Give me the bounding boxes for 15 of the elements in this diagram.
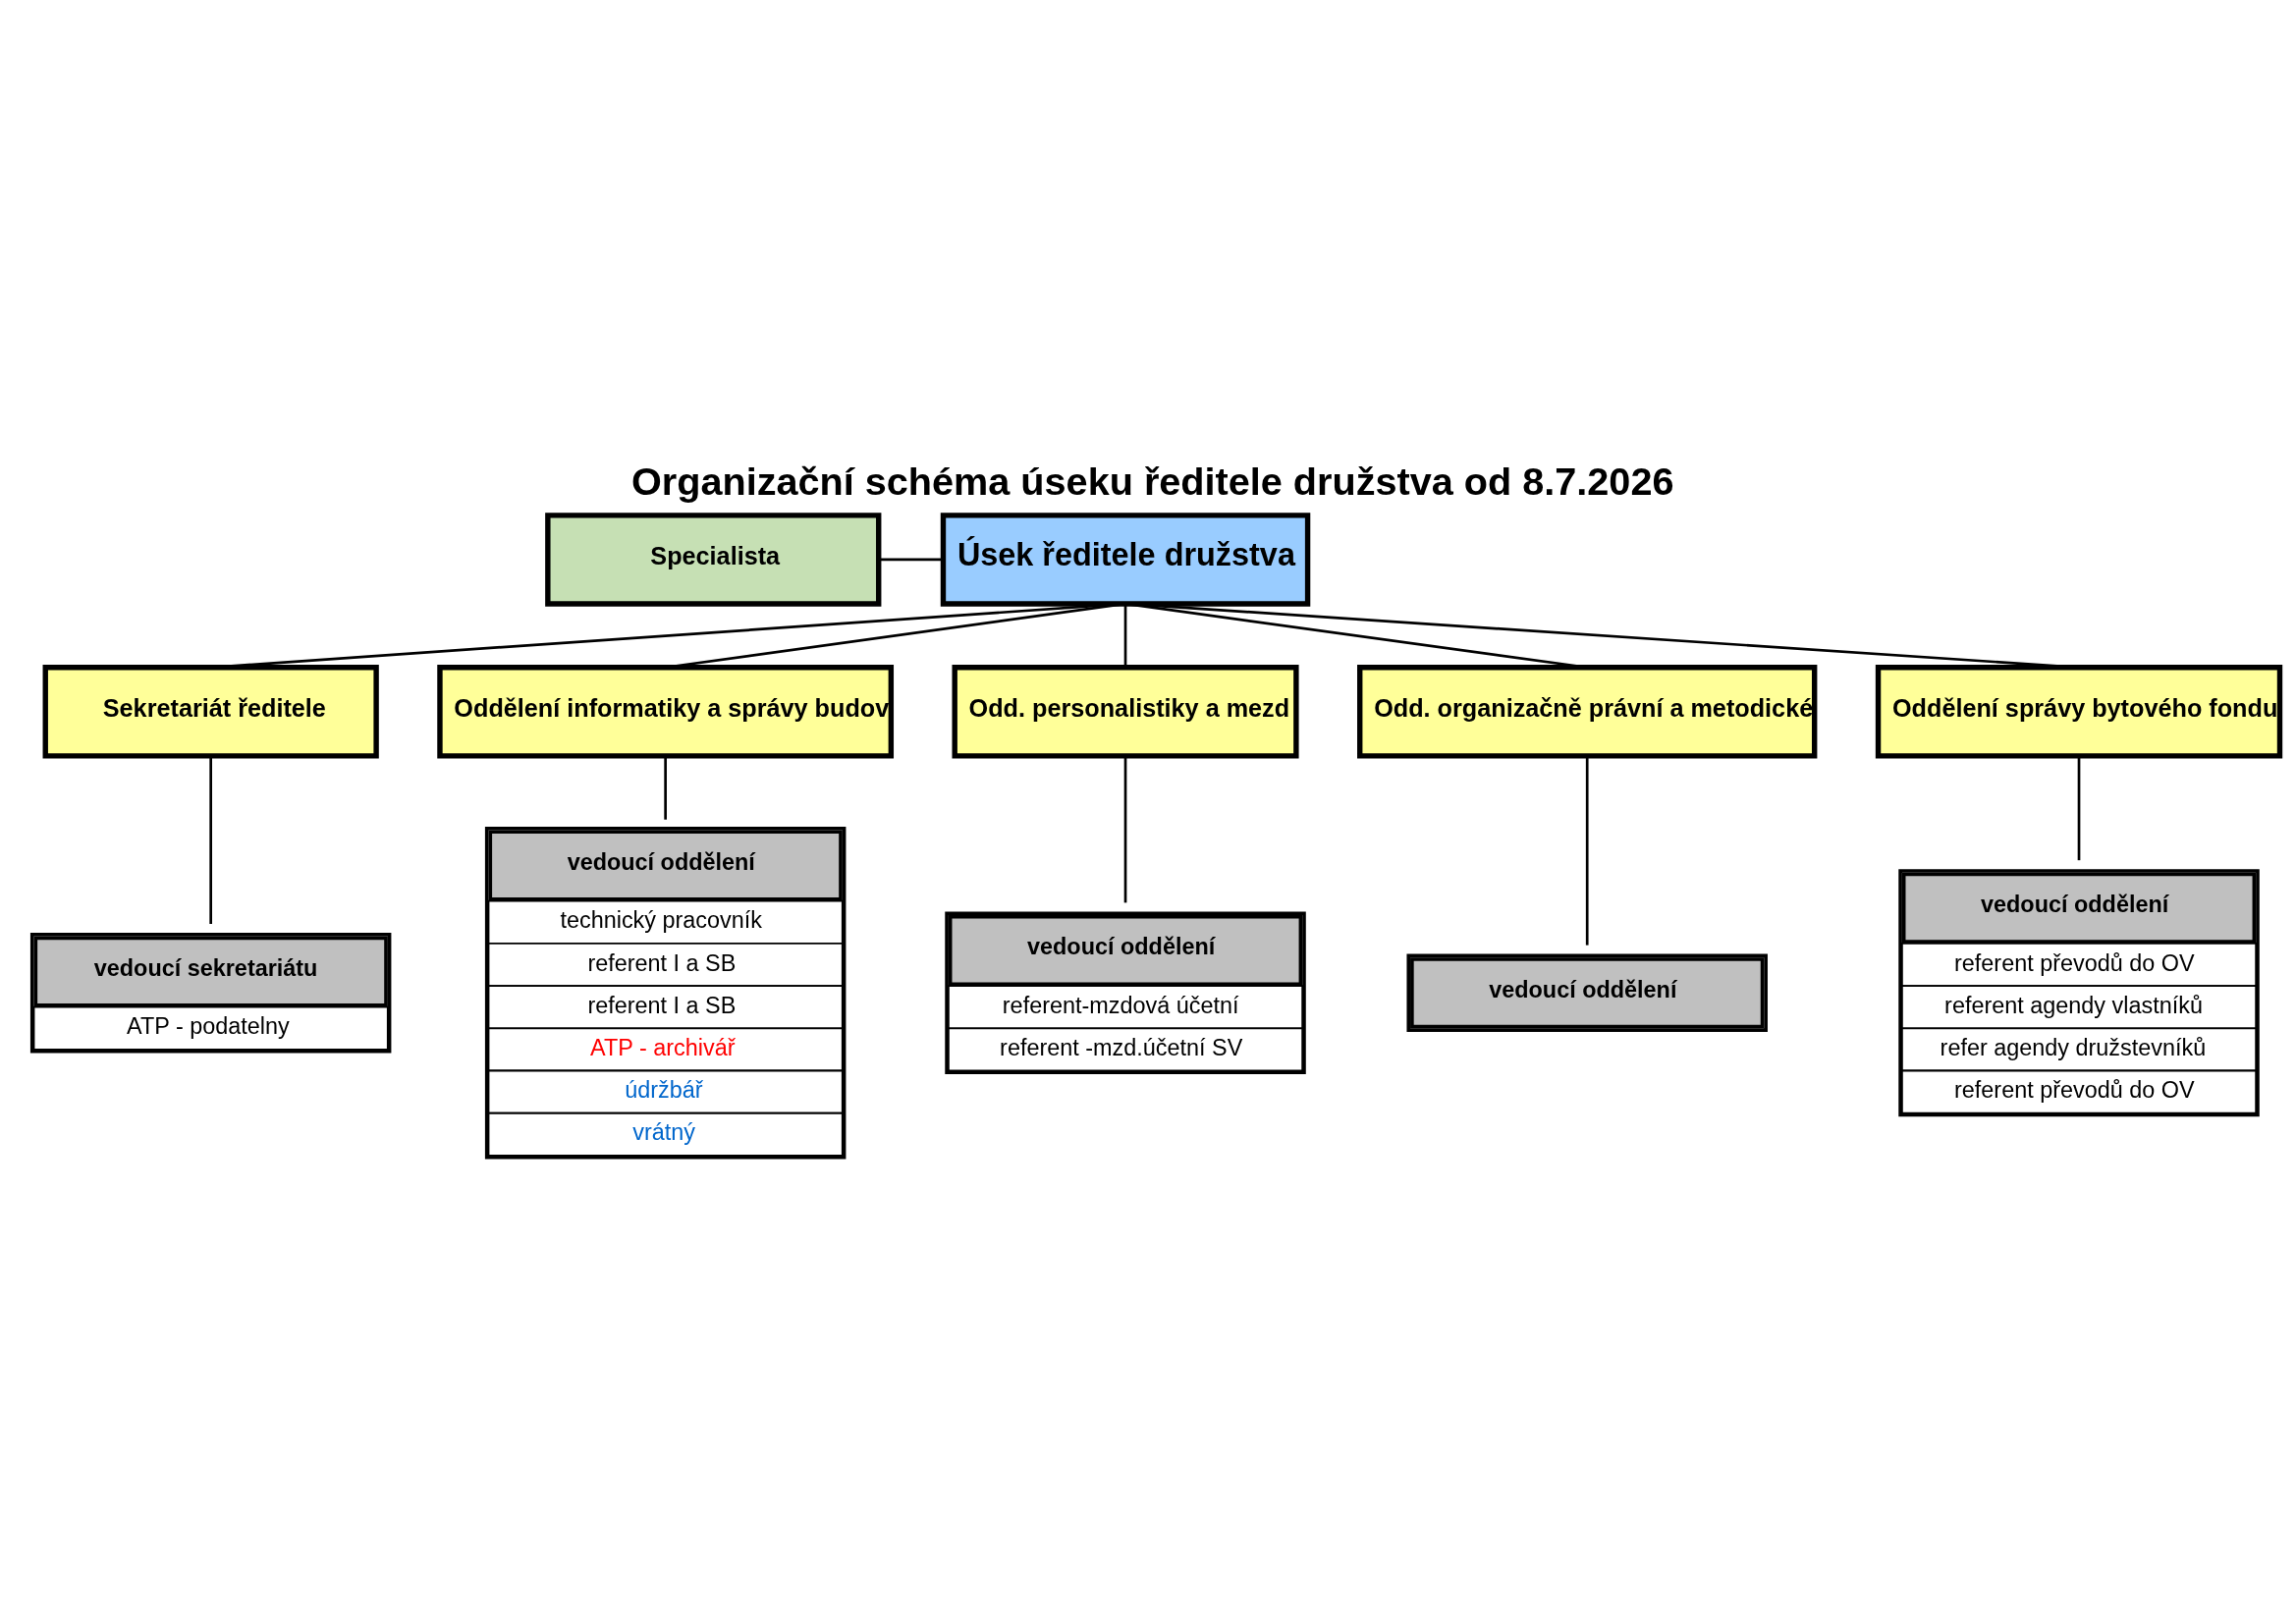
connector — [878, 558, 944, 561]
diagram-title: Organizační schéma úseku ředitele družstva od 8.7.2026 — [630, 459, 1674, 503]
connector — [1123, 755, 1127, 902]
node-box: Oddělení správy bytového fondu — [1875, 664, 2283, 759]
connector — [2077, 755, 2081, 860]
node-box: Specialista — [545, 512, 882, 607]
node-box: Odd. personalistiky a mezd — [952, 664, 1299, 759]
connector — [209, 755, 212, 924]
node-box: Sekretariát ředitele — [42, 664, 379, 759]
node-box: Odd. organizačně právní a metodické — [1357, 664, 1818, 759]
connector — [664, 755, 667, 820]
connector — [1585, 755, 1589, 946]
node-box: Úsek ředitele družstva — [940, 512, 1311, 607]
node-box: Oddělení informatiky a správy budov — [437, 664, 895, 759]
connector — [1123, 603, 1127, 668]
